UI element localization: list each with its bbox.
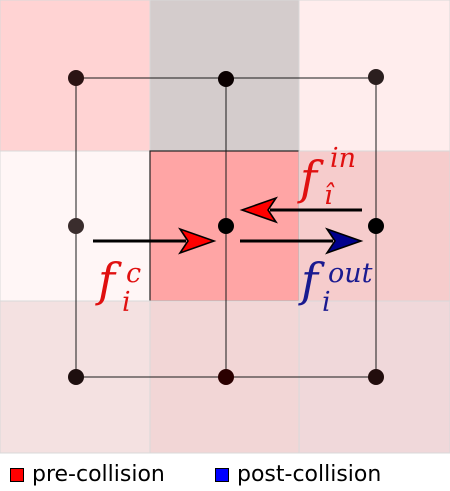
node-top-left <box>68 70 84 86</box>
label-f-out-sup: out <box>328 258 373 289</box>
node-bottom-right <box>368 369 384 385</box>
arrow-f-in <box>239 196 362 224</box>
label-f-in-sub: î <box>324 180 335 211</box>
node-bottom-middle <box>218 369 234 385</box>
arrowhead-f-c <box>178 227 217 255</box>
lattice-nodes <box>68 69 384 385</box>
label-f-in-sup: in <box>330 143 356 174</box>
legend-label-pre-collision: pre-collision <box>32 462 165 487</box>
node-top-right <box>368 69 384 85</box>
legend-label-post-collision: post-collision <box>237 462 382 487</box>
arrow-f-c <box>93 227 217 255</box>
arrow-f-out <box>240 227 364 255</box>
legend-item-post-collision: post-collision <box>215 462 381 487</box>
lattice-diagram: f in î f c i f out i <box>0 0 450 454</box>
node-middle-right <box>368 218 384 234</box>
label-f-c-sub: i <box>122 287 131 318</box>
arrowhead-f-out <box>325 227 364 255</box>
label-f-in: f in î <box>297 143 356 211</box>
node-middle-left <box>68 218 84 234</box>
legend: pre-collision post-collision <box>0 458 450 491</box>
legend-item-pre-collision: pre-collision <box>10 462 165 487</box>
post-collision-swatch-icon <box>215 467 229 482</box>
node-top-middle <box>218 71 234 87</box>
label-f-out-sub: i <box>322 287 331 318</box>
node-bottom-left <box>68 369 84 385</box>
arrowhead-f-in <box>239 196 278 224</box>
pre-collision-swatch-icon <box>10 467 24 482</box>
label-f-c-sup: c <box>126 258 141 289</box>
node-center <box>218 218 234 234</box>
